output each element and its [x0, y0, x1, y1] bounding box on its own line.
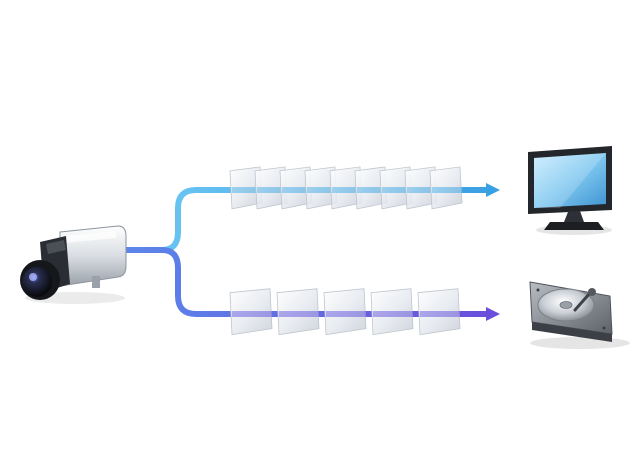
- arrowhead-recording: [486, 307, 500, 321]
- video-frame: [229, 288, 273, 336]
- connector-lines: [122, 183, 500, 321]
- video-frame: [370, 288, 414, 336]
- frames-live-view: [229, 166, 463, 210]
- arrowhead-live-view: [486, 183, 500, 197]
- monitor-icon: [528, 146, 612, 235]
- video-frame: [323, 288, 367, 336]
- hard-drive-icon: [529, 281, 630, 349]
- video-frame: [417, 288, 461, 336]
- stream-line-recording: [122, 247, 491, 317]
- video-frame: [276, 288, 320, 336]
- security-camera-icon: [20, 225, 127, 304]
- video-frame: [429, 166, 463, 210]
- frames-recording: [229, 288, 461, 336]
